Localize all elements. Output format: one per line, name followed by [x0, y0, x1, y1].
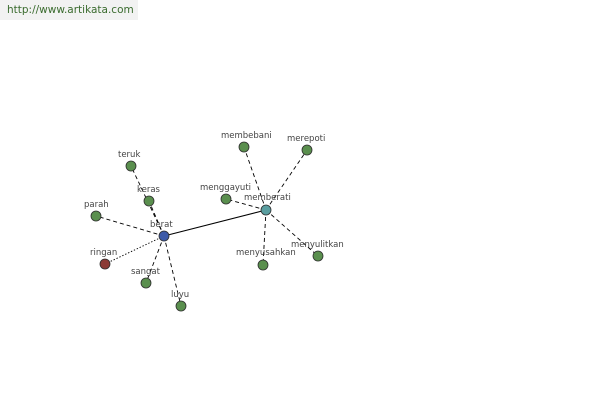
node-marker-ringan[interactable] — [99, 258, 111, 270]
node-marker-membebani[interactable] — [238, 141, 250, 153]
node-marker-berat[interactable] — [158, 230, 170, 242]
node-label-luyu: luyu — [171, 290, 189, 300]
node-marker-memberati[interactable] — [260, 204, 272, 216]
node-teruk[interactable]: teruk — [118, 150, 140, 172]
node-menggayuti[interactable]: menggayuti — [200, 183, 251, 205]
node-label-menggayuti: menggayuti — [200, 183, 251, 193]
nodes-layer: berat memberati teruk keras parah ringan sanga… — [84, 131, 344, 312]
edge-berat-memberati — [163, 209, 267, 237]
edge-berat-keras — [148, 200, 165, 237]
edge-memberati-merepoti — [265, 149, 308, 211]
node-label-parah: parah — [84, 200, 109, 210]
node-luyu[interactable]: luyu — [171, 290, 189, 312]
edge-berat-parah — [95, 215, 165, 237]
node-marker-menyulitkan[interactable] — [312, 250, 324, 262]
edge-berat-sangat — [145, 235, 165, 284]
edge-berat-ringan — [104, 235, 165, 265]
node-label-teruk: teruk — [118, 150, 140, 160]
node-label-sangat: sangat — [131, 267, 161, 277]
node-marker-merepoti[interactable] — [301, 144, 313, 156]
node-keras[interactable]: keras — [137, 185, 161, 207]
node-marker-luyu[interactable] — [175, 300, 187, 312]
node-sangat[interactable]: sangat — [131, 267, 161, 289]
node-parah[interactable]: parah — [84, 200, 109, 222]
node-ringan[interactable]: ringan — [90, 248, 117, 270]
edge-memberati-menyulitkan — [265, 209, 319, 257]
node-label-keras: keras — [137, 185, 161, 195]
node-menyulitkan[interactable]: menyulitkan — [291, 240, 344, 262]
node-marker-menyusahkan[interactable] — [257, 259, 269, 271]
edge-berat-luyu — [163, 235, 182, 307]
node-marker-parah[interactable] — [90, 210, 102, 222]
node-memberati[interactable]: memberati — [244, 193, 291, 216]
node-label-berat: berat — [150, 220, 173, 230]
node-menyusahkan[interactable]: menyusahkan — [236, 248, 296, 271]
node-membebani[interactable]: membebani — [221, 131, 272, 153]
node-label-menyulitkan: menyulitkan — [291, 240, 344, 250]
source-url-banner: http://www.artikata.com — [0, 0, 138, 20]
edge-memberati-menyusahkan — [262, 209, 267, 266]
node-label-ringan: ringan — [90, 248, 117, 258]
node-label-memberati: memberati — [244, 193, 291, 203]
node-label-membebani: membebani — [221, 131, 272, 141]
node-berat[interactable]: berat — [150, 220, 173, 242]
node-marker-sangat[interactable] — [140, 277, 152, 289]
node-label-merepoti: merepoti — [287, 134, 325, 144]
node-marker-menggayuti[interactable] — [220, 193, 232, 205]
node-marker-teruk[interactable] — [125, 160, 137, 172]
node-marker-keras[interactable] — [143, 195, 155, 207]
node-merepoti[interactable]: merepoti — [287, 134, 325, 156]
node-label-menyusahkan: menyusahkan — [236, 248, 296, 258]
